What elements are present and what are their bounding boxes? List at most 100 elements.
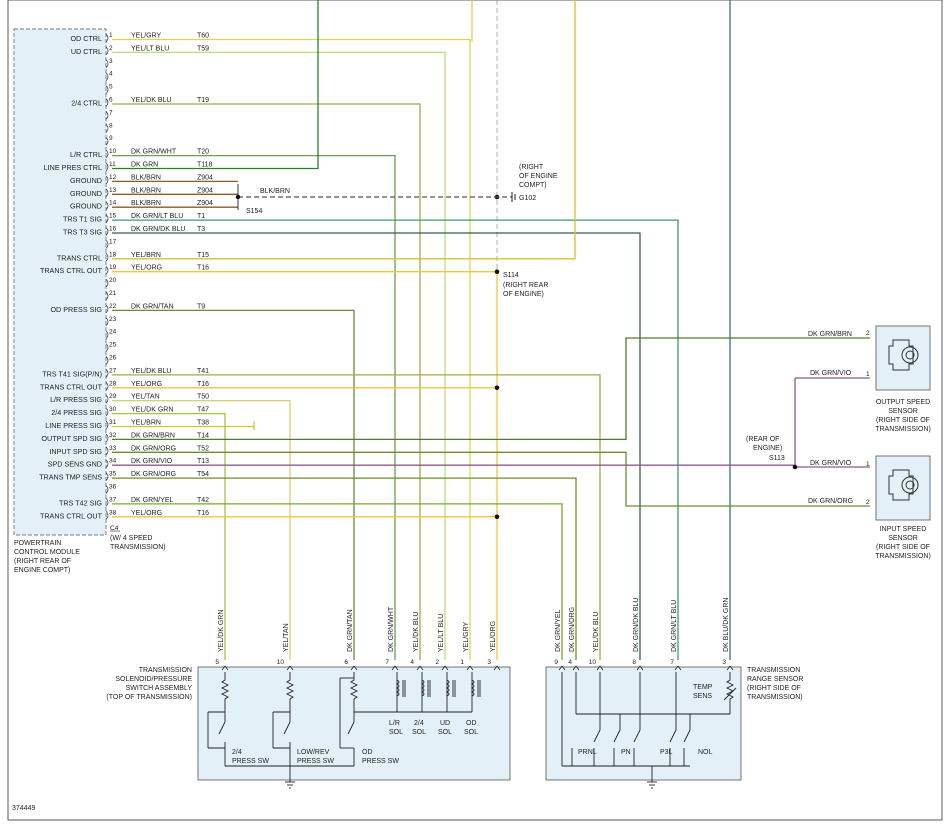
wire-circuit-label: T118 [197, 162, 213, 169]
pcm-pin-number: 22 [109, 303, 117, 310]
pin-chevron-icon [493, 665, 501, 671]
pcm-pin-label: UD CTRL [71, 47, 102, 56]
pcm-pin-label: OD PRESS SIG [50, 305, 102, 314]
sol-pin-number: 1 [460, 659, 464, 666]
sol-pin-color: YEL/DK GRN [218, 610, 225, 652]
sol-pin-number: 6 [344, 659, 348, 666]
range-pin-number: 4 [568, 659, 572, 666]
wire-circuit-label: T54 [197, 471, 209, 478]
pin-chevron-icon [726, 665, 734, 671]
pcm-pin-bracket [105, 317, 109, 327]
wire-circuit-label: T16 [197, 381, 209, 388]
wire-circuit-label: T41 [197, 368, 209, 375]
range-pin-color: DK GRN/ORG [569, 607, 576, 652]
pcm-pin-bracket [105, 278, 109, 288]
pcm-pin-number: 35 [109, 471, 117, 478]
pcm-pin-bracket [105, 240, 109, 249]
wire-circuit-label: T15 [197, 252, 209, 259]
pcm-pin-number: 14 [109, 200, 117, 207]
pcm-pin-number: 21 [109, 290, 117, 297]
wire [112, 219, 679, 660]
pcm-pin-bracket [105, 498, 109, 507]
pin-chevron-icon [441, 665, 449, 671]
splice-dot [792, 464, 798, 470]
pcm-pin-bracket [105, 356, 109, 365]
wire [112, 0, 319, 170]
pcm-pin-label: TRANS CTRL OUT [40, 511, 103, 520]
sol-pin-color: YEL/ORG [490, 621, 497, 652]
pcm-pin-number: 31 [109, 419, 117, 426]
wire-color-label: DK GRN/VIO [131, 458, 173, 465]
wire-color-label: YEL/ORG [131, 381, 162, 388]
wire [112, 103, 421, 660]
pcm-pin-bracket [105, 485, 109, 494]
wire-circuit-label: T14 [197, 432, 209, 439]
pcm-pin-bracket [105, 472, 109, 481]
svg-text:S114: S114 [503, 272, 519, 279]
range-pin-number: 9 [554, 659, 558, 666]
pcm-pin-number: 36 [109, 484, 117, 491]
pcm-pin-bracket [105, 459, 109, 468]
pin-chevron-icon [416, 665, 424, 671]
sol-pin-number: 7 [385, 659, 389, 666]
pcm-pin-label: LINE PRESS SIG [45, 421, 102, 430]
wire-color-label: DK GRN/DK BLU [131, 226, 185, 233]
pcm-pin-bracket [105, 33, 109, 43]
pcm-pin-label: GROUND [70, 176, 102, 185]
pcm-pin-bracket [105, 304, 109, 314]
wire-circuit-label: T47 [197, 407, 209, 414]
pcm-pin-bracket [105, 446, 109, 456]
pcm-pin-label: TRS T3 SIG [63, 228, 102, 237]
pcm-pin-number: 4 [109, 71, 113, 78]
pcm-pin-number: 9 [109, 135, 113, 142]
pcm-pin-label: TRS T41 SIG(P/N) [42, 369, 102, 378]
pin-chevron-icon [572, 665, 580, 671]
range-internals [561, 672, 737, 789]
range-switch-nol: NOL [698, 749, 713, 756]
pcm-pin-label: TRS T1 SIG [63, 215, 102, 224]
pin-chevron-icon [636, 665, 644, 671]
pcm-pin-label: 2/4 CTRL [71, 99, 102, 108]
pcm-pin-label: L/R PRESS SIG [50, 395, 102, 404]
range-pin-color: YEL/DK BLU [593, 612, 600, 652]
splice-dot [494, 269, 500, 275]
wire [112, 412, 226, 660]
pcm-pin-number: 1 [109, 32, 113, 39]
wire-color-label: DK GRN/BRN [131, 432, 175, 439]
wire-circuit-label: T3 [197, 226, 205, 233]
pcm-pin-number: 10 [109, 148, 117, 155]
pcm-pin-label: SPD SENS GND [48, 460, 102, 469]
wire-circuit-label: T19 [197, 97, 209, 104]
pcm-pin-bracket [105, 124, 109, 133]
pcm-pin-number: 17 [109, 238, 117, 245]
pcm-pin-bracket [105, 511, 109, 520]
pcm-pin-bracket [105, 72, 109, 81]
pcm-pin-number: 26 [109, 355, 117, 362]
pcm-pin-bracket [105, 291, 109, 301]
ground-splice-s154: S154 BLK/BRN [235, 184, 512, 215]
wire-color-label: BLK/BRN [131, 174, 161, 181]
pcm-pin-label: GROUND [70, 202, 102, 211]
wire-circuit-label: T38 [197, 420, 209, 427]
wire-color-label: YEL/DK GRN [131, 407, 173, 414]
pcm-pin-bracket [105, 343, 109, 352]
sensor-wire-dkgrnbrn: DK GRN/BRN [808, 331, 852, 338]
wire-color-label: DK GRN/TAN [131, 303, 174, 310]
pcm-pin-label: OD CTRL [70, 34, 102, 43]
solenoid-internals [207, 672, 481, 789]
wire-circuit-label: T60 [197, 33, 209, 40]
svg-text:1: 1 [866, 461, 870, 468]
pin-chevron-icon [466, 665, 474, 671]
wire-color-label: DK GRN/YEL [131, 497, 174, 504]
pcm-pin-bracket [105, 149, 109, 159]
wire [112, 503, 563, 660]
